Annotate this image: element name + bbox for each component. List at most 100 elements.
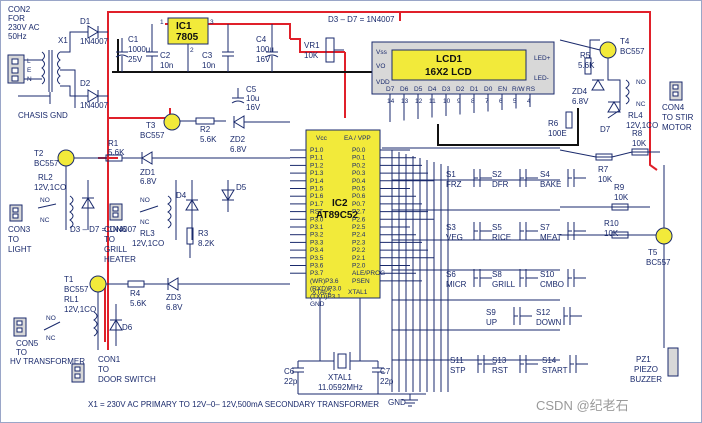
- svg-text:C1: C1: [128, 35, 139, 44]
- ic2-right-pin: P0.4: [352, 178, 366, 185]
- svg-text:T3: T3: [146, 121, 156, 130]
- resistor-r5: R5 5.6K: [578, 51, 595, 75]
- ic2-left-pin: P1.7: [310, 201, 324, 208]
- lcd-pin-label: D4: [428, 86, 437, 93]
- svg-text:1: 1: [160, 19, 164, 26]
- svg-text:C4: C4: [256, 35, 267, 44]
- switch-name: RICE: [492, 233, 511, 242]
- lcd-pin-label: D1: [470, 86, 479, 93]
- switch-matrix: S1FRZS2DFRS4BAKES3VEGS5RICES7MEATS6MICRS…: [446, 169, 588, 375]
- diode-d4: D4: [176, 180, 199, 240]
- con3-light: CON3 TO LIGHT: [8, 204, 32, 254]
- svg-text:TO: TO: [98, 365, 109, 374]
- svg-text:T2: T2: [34, 149, 44, 158]
- ic2-left-pin: P3.1: [310, 224, 324, 231]
- switch-id: S7: [540, 223, 550, 232]
- svg-text:10n: 10n: [202, 61, 215, 70]
- svg-text:FOR: FOR: [8, 14, 25, 23]
- svg-text:TO: TO: [104, 235, 115, 244]
- ic2-left-pin: P3.0: [310, 216, 324, 223]
- svg-text:C7: C7: [380, 367, 391, 376]
- svg-text:EA / VPP: EA / VPP: [344, 135, 371, 142]
- ic2-right-pin: P0.0: [352, 147, 366, 154]
- ic2-right-pin: ALE/PROG: [352, 270, 385, 277]
- zener-zd2: ZD2 6.8V: [230, 115, 290, 154]
- lcd-pin-label: EN: [498, 86, 507, 93]
- diode-d1: D1 1N4007: [80, 17, 109, 46]
- svg-text:CON3: CON3: [8, 225, 31, 234]
- ic2-right-pin: P2.3: [352, 239, 366, 246]
- ic2-left-pin: P3.3: [310, 239, 324, 246]
- ic2-right-pin: P2.4: [352, 232, 366, 239]
- lcd-pin-label: D0: [484, 86, 493, 93]
- capacitor-c1: C1 1000u 25V: [115, 35, 150, 72]
- svg-text:PIEZO: PIEZO: [634, 365, 658, 374]
- svg-text:D3 – D7 = 1N4007: D3 – D7 = 1N4007: [70, 225, 137, 234]
- svg-text:T5: T5: [648, 248, 658, 257]
- capacitor-c4: C4 100u 16V: [256, 24, 279, 72]
- svg-text:ZD1: ZD1: [140, 168, 156, 177]
- svg-text:Vss: Vss: [376, 49, 388, 56]
- x1-transformer: X1 CHASIS GND: [18, 31, 88, 120]
- svg-text:100E: 100E: [548, 129, 567, 138]
- ic2-right-pin: PSEN: [352, 278, 370, 285]
- svg-text:R7: R7: [598, 165, 609, 174]
- zener-zd1: ZD1 6.8V: [140, 151, 290, 186]
- crystal-xtal1: XTAL1 11.0592MHz: [298, 298, 378, 392]
- ic2-left-pin: (WR)P3.6: [310, 278, 339, 285]
- svg-text:12V,1CO: 12V,1CO: [132, 239, 164, 248]
- lcd-pin-label: R/W: [512, 86, 526, 93]
- svg-text:7805: 7805: [176, 32, 199, 43]
- svg-text:BC557: BC557: [34, 159, 59, 168]
- capacitor-c3: C3 10n: [202, 24, 234, 72]
- ic2-left-pin: P1.1: [310, 155, 324, 162]
- svg-text:50Hz: 50Hz: [8, 32, 27, 41]
- footnote: X1 = 230V AC PRIMARY TO 12V–0– 12V,500mA…: [88, 400, 379, 409]
- svg-text:10n: 10n: [160, 61, 173, 70]
- svg-text:C2: C2: [160, 51, 171, 60]
- svg-text:C5: C5: [246, 85, 257, 94]
- svg-text:RL4: RL4: [628, 111, 643, 120]
- switch-id: S10: [540, 270, 555, 279]
- ic2-right-pin: P0.6: [352, 193, 366, 200]
- svg-text:BC557: BC557: [620, 47, 645, 56]
- svg-text:ZD3: ZD3: [166, 293, 182, 302]
- svg-text:HEATER: HEATER: [104, 255, 136, 264]
- switch-name: START: [542, 366, 568, 375]
- svg-text:CON6: CON6: [104, 225, 127, 234]
- svg-text:2: 2: [190, 47, 194, 54]
- lcd-pin-number: 10: [443, 98, 451, 105]
- zener-zd3: ZD3 6.8V: [166, 277, 290, 312]
- svg-text:CON1: CON1: [98, 355, 121, 364]
- svg-text:16V: 16V: [256, 55, 271, 64]
- svg-text:R10: R10: [604, 219, 619, 228]
- svg-text:NC: NC: [140, 219, 150, 226]
- relay-rl3: RL3 12V,1CO NO NC: [132, 180, 177, 248]
- piezo-buzzer-pz1: PZ1 PIEZO BUZZER: [630, 244, 679, 384]
- svg-text:6.8V: 6.8V: [166, 303, 183, 312]
- resistor-r6: R6 100E: [548, 111, 573, 138]
- transistor-t3: T3 BC557: [140, 113, 181, 140]
- svg-text:XTAL1: XTAL1: [348, 289, 368, 296]
- svg-text:CON5: CON5: [16, 339, 39, 348]
- ic2-right-pin: P2.6: [352, 216, 366, 223]
- switch-name: MEAT: [540, 233, 562, 242]
- capacitor-c5: C5 10u 16V: [231, 85, 261, 112]
- svg-text:NO: NO: [46, 315, 56, 322]
- switch-name: BAKE: [540, 180, 561, 189]
- svg-text:16X2 LCD: 16X2 LCD: [425, 67, 472, 78]
- svg-text:BC557: BC557: [64, 285, 89, 294]
- lcd-pin-label: D3: [442, 86, 451, 93]
- svg-text:5.6K: 5.6K: [130, 299, 147, 308]
- capacitor-c7: C7 22p: [372, 361, 394, 394]
- ic2-right-pin: P0.1: [352, 155, 366, 162]
- transistor-t2: T2 BC557: [34, 149, 75, 168]
- svg-text:VDD: VDD: [376, 79, 390, 86]
- ic2-left-pin: (RXD)P3.0: [310, 286, 342, 293]
